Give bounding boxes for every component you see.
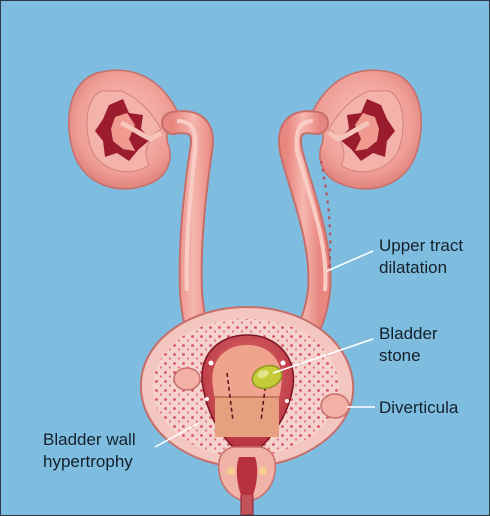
bladder [141, 307, 353, 467]
prostate-urethra [219, 447, 276, 515]
right-diverticulum [321, 394, 349, 418]
bladder-wall-hypertrophy-label: Bladder wall hypertrophy [43, 429, 136, 473]
upper-tract-leader-line [327, 251, 373, 271]
upper-tract-dilatation-label: Upper tract dilatation [379, 235, 463, 279]
diverticula-label: Diverticula [379, 397, 458, 419]
left-diverticulum [174, 368, 200, 390]
bladder-stone-label: Bladder stone [379, 323, 438, 367]
